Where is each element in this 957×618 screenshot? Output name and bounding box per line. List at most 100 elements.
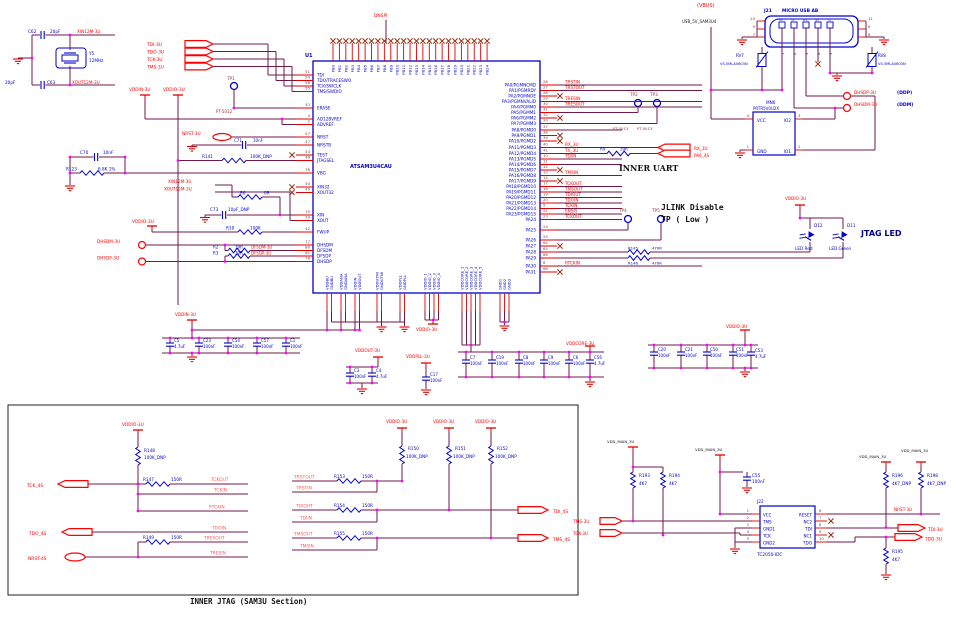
- junction-dot: [255, 351, 259, 355]
- schematic-label: 57: [305, 131, 310, 136]
- schematic-label: GND1: [498, 278, 503, 290]
- schematic-label: 100K_DNP: [495, 454, 517, 459]
- schematic-label: NRST: [317, 135, 329, 140]
- net-port-icon: [60, 527, 93, 537]
- schematic-label: JTAGSEL: [316, 158, 335, 163]
- schematic-label: J21: [763, 8, 772, 14]
- junction-dot: [731, 366, 735, 370]
- junction-dot: [833, 106, 837, 110]
- schematic-label: PB12: [408, 64, 413, 74]
- schematic-label: PA2/PGMNOE: [508, 94, 536, 99]
- schematic-label: TDIIN: [299, 516, 312, 522]
- schematic-label: 24: [543, 224, 548, 229]
- schematic-label: VS.5MLA0603N: [720, 62, 748, 66]
- schematic-label: 41: [543, 148, 548, 153]
- schematic-label: 4: [308, 113, 311, 118]
- schematic-label: 6.8K 1%: [98, 167, 115, 172]
- schematic-label: R141: [202, 154, 213, 159]
- schematic-label: 25: [543, 234, 548, 239]
- schematic-label: PA30: [526, 264, 537, 269]
- schematic-label: VDDUTMI: [375, 272, 380, 290]
- schematic-label: 13: [543, 170, 548, 175]
- varistor-icon: [757, 53, 767, 67]
- junction-dot: [190, 351, 194, 355]
- schematic-label: IO1: [784, 149, 792, 154]
- resistor-symbol: [237, 228, 263, 236]
- schematic-label: ATSAM3U4CAU: [350, 164, 392, 170]
- schematic-label: C71: [234, 138, 242, 143]
- junction-dot: [375, 479, 379, 483]
- schematic-label: R147: [143, 477, 154, 482]
- no-connect-icon: [557, 132, 563, 139]
- schematic-label: TRSTIN: [564, 80, 580, 85]
- usb-pin-pad: [826, 21, 834, 29]
- schematic-label: VDDIO-3U: [132, 219, 154, 225]
- resistor-symbol: [336, 534, 362, 542]
- schematic-label: NC2: [803, 520, 812, 525]
- junction-dot: [370, 381, 374, 385]
- junction-dot: [325, 328, 329, 332]
- schematic-label: 14: [543, 175, 548, 180]
- schematic-label: 150R: [362, 503, 373, 508]
- no-connect-icon: [557, 115, 563, 121]
- schematic-label: 43: [305, 102, 310, 107]
- schematic-label: 38: [543, 130, 548, 135]
- schematic-label: TP3: [649, 92, 658, 97]
- net-port-icon: [184, 47, 215, 56]
- schematic-label: 6: [868, 24, 871, 29]
- schematic-label: 66: [543, 252, 548, 257]
- junction-dot: [30, 56, 34, 60]
- schematic-label: ERASE: [317, 106, 331, 111]
- resistor-symbol: [398, 445, 406, 465]
- net-port-icon: [599, 516, 624, 526]
- schematic-label: 2: [793, 53, 797, 55]
- junction-dot: [760, 88, 764, 92]
- schematic-label: 100nF: [290, 344, 303, 349]
- schematic-label: 3: [747, 522, 750, 527]
- junction-dot: [828, 71, 832, 75]
- schematic-label: PT-5013: [613, 126, 629, 131]
- resistor-symbol: [629, 471, 637, 489]
- schematic-label: 1: [747, 508, 750, 513]
- resistor-symbol: [627, 248, 651, 256]
- no-connect-icon: [374, 38, 381, 44]
- schematic-label: 39: [543, 135, 548, 140]
- junction-dot: [652, 366, 656, 370]
- schematic-label: VBG: [317, 171, 326, 176]
- schematic-label: DHSDM: [317, 243, 333, 248]
- junction-dot: [136, 492, 140, 496]
- schematic-label: C6: [573, 355, 579, 360]
- schematic-label: VDDBU: [325, 276, 330, 290]
- schematic-label: VDDIO_1: [423, 273, 428, 290]
- schematic-label: 2: [308, 119, 311, 124]
- schematic-label: 11: [543, 159, 548, 164]
- schematic-label: U1: [305, 53, 313, 59]
- no-connect-icon: [828, 518, 834, 524]
- schematic-label: XIN12M-3U: [168, 179, 191, 184]
- schematic-label: R153: [334, 474, 345, 479]
- schematic-label: TP2: [629, 92, 638, 97]
- junction-dot: [339, 328, 343, 332]
- schematic-label: 100K_DNP: [144, 455, 166, 460]
- no-connect-icon: [413, 38, 420, 44]
- schematic-label: VDDPLL: [398, 274, 403, 290]
- no-connect-icon: [355, 38, 362, 44]
- no-connect-icon: [484, 38, 491, 44]
- junction-dot: [348, 381, 352, 385]
- schematic-label: 4K7_DNP: [892, 481, 912, 486]
- schematic-label: TP5: [651, 208, 660, 213]
- schematic-label: TDO-3U: [924, 537, 942, 543]
- schematic-label: R198: [927, 473, 938, 478]
- schematic-label: PA31: [526, 270, 537, 275]
- junction-dot: [749, 366, 753, 370]
- schematic-label: 100K_DNP: [250, 154, 272, 159]
- schematic-label: C4: [376, 368, 382, 373]
- schematic-label: R196: [892, 473, 903, 478]
- schematic-label: R155: [334, 531, 345, 536]
- junction-dot: [358, 328, 361, 332]
- schematic-label: 80: [305, 245, 310, 250]
- schematic-label: TCKOUT: [564, 214, 582, 219]
- schematic-label: 19: [543, 192, 548, 197]
- schematic-label: TDO_4S: [28, 531, 47, 537]
- schematic-label: PT-5013: [637, 126, 653, 131]
